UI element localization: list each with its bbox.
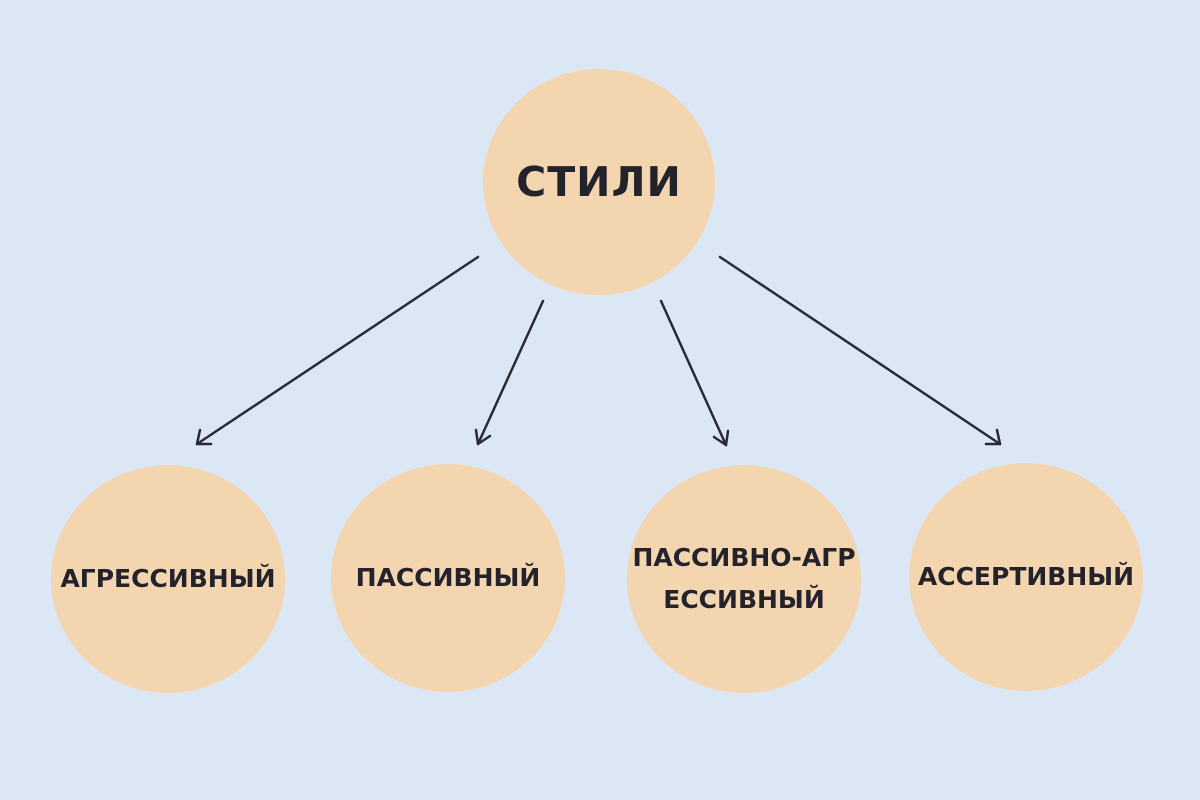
node-aggressive-label: АГРЕССИВНЫЙ xyxy=(60,564,276,593)
arrow-to-passive xyxy=(474,299,545,446)
root-node-styles: СТИЛИ xyxy=(483,69,715,295)
arrow-to-passive-aggressive xyxy=(659,299,730,447)
node-assertive-label: АССЕРТИВНЫЙ xyxy=(917,562,1135,591)
arrow-to-aggressive xyxy=(195,255,480,446)
node-passive: ПАССИВНЫЙ xyxy=(331,464,565,692)
node-passive-aggressive: ПАССИВНО-АГРЕССИВНЫЙ xyxy=(627,465,861,693)
node-assertive: АССЕРТИВНЫЙ xyxy=(909,463,1143,691)
root-label: СТИЛИ xyxy=(516,158,682,206)
node-passive-aggressive-label: ПАССИВНО-АГРЕССИВНЫЙ xyxy=(632,543,856,614)
arrow-to-assertive xyxy=(718,255,1002,446)
node-aggressive: АГРЕССИВНЫЙ xyxy=(51,465,285,693)
node-passive-label: ПАССИВНЫЙ xyxy=(355,563,541,592)
